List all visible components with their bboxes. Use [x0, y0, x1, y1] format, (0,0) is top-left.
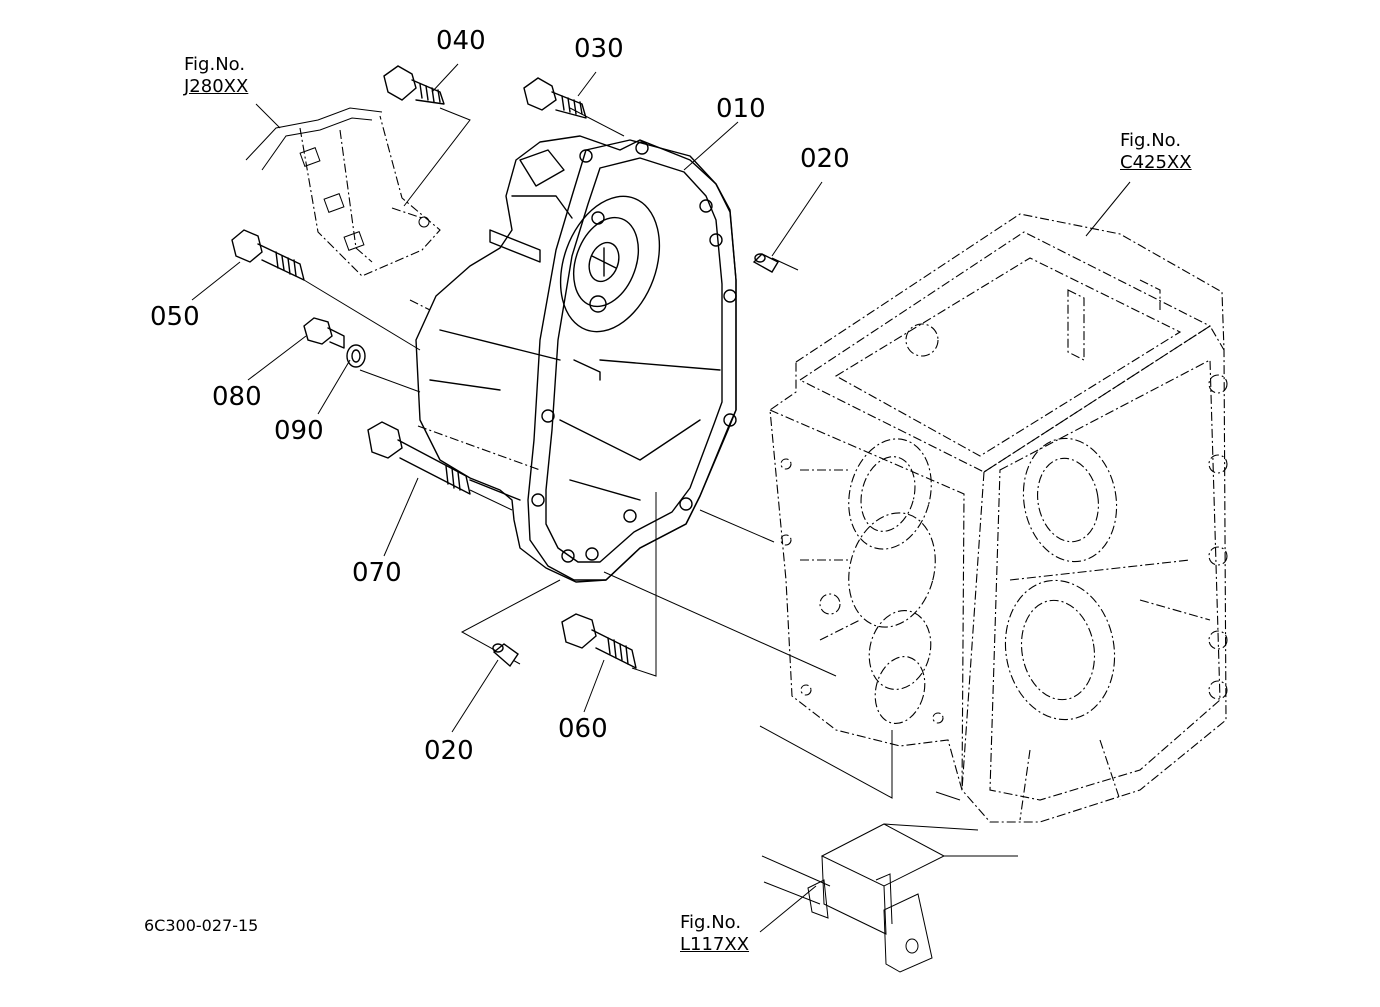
assembly-lines: [303, 107, 961, 801]
fig-ref-j280-number: J280XX: [184, 76, 249, 97]
part-label-060: 060: [558, 714, 608, 744]
bolt-040: [383, 65, 445, 105]
leader-020b: [451, 659, 499, 733]
washer-090: [346, 344, 366, 368]
fig-ref-c425-caption: Fig.No.: [1120, 130, 1182, 151]
leader-060: [583, 659, 605, 713]
leader-fig-c425: [1085, 181, 1131, 237]
leader-070: [383, 477, 419, 557]
bolt-070: [367, 421, 471, 495]
bolt-050: [231, 229, 305, 281]
part-label-030: 030: [574, 34, 624, 64]
part-label-020-lower: 020: [424, 736, 474, 766]
fig-ref-j280: Fig.No. J280XX: [184, 54, 248, 98]
leader-fig-j280: [255, 103, 281, 129]
pin-020-upper: [752, 253, 779, 273]
drawing-code: 6C300-027-15: [144, 916, 259, 935]
leader-030: [577, 71, 597, 97]
part-label-050: 050: [150, 302, 200, 332]
part-label-070: 070: [352, 558, 402, 588]
leader-040: [431, 63, 459, 93]
leader-fig-l117: [759, 885, 817, 933]
bolt-060: [561, 613, 637, 669]
bracket-phantom-l117: [761, 823, 1018, 973]
fig-ref-l117: Fig.No. L117XX: [680, 912, 749, 956]
part-label-010: 010: [716, 94, 766, 124]
part-label-040: 040: [436, 26, 486, 56]
transmission-case-phantom-c425: [769, 213, 1228, 823]
bracket-phantom-j280: [245, 107, 441, 277]
part-label-090: 090: [274, 416, 324, 446]
fig-ref-j280-caption: Fig.No.: [184, 54, 246, 75]
bolt-030: [523, 77, 587, 119]
part-label-080: 080: [212, 382, 262, 412]
bolt-080: [303, 317, 345, 349]
leader-090: [317, 359, 351, 415]
fig-ref-c425: Fig.No. C425XX: [1120, 130, 1192, 174]
housing-cover-010: [415, 135, 737, 583]
fig-ref-l117-caption: Fig.No.: [680, 912, 742, 933]
pin-020-lower: [492, 643, 519, 668]
part-label-020-upper: 020: [800, 144, 850, 174]
leader-020a: [771, 181, 823, 257]
leader-080: [247, 335, 307, 381]
leader-lines: [191, 63, 1131, 933]
fig-ref-c425-number: C425XX: [1120, 152, 1192, 173]
leader-050: [191, 261, 241, 301]
fig-ref-l117-number: L117XX: [680, 934, 750, 955]
